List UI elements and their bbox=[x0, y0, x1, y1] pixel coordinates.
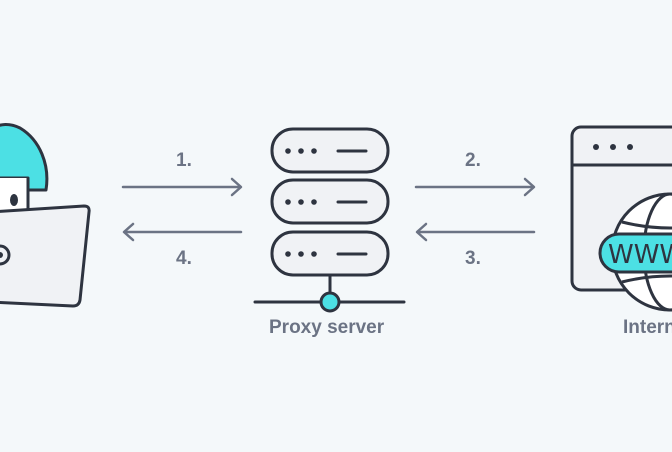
step-4-label: 4. bbox=[176, 248, 192, 269]
internet-label: Interne bbox=[623, 318, 672, 338]
step-1-label: 1. bbox=[176, 150, 192, 171]
arrow-step-3 bbox=[415, 222, 536, 242]
proxy-server-label: Proxy server bbox=[269, 317, 385, 338]
globe-icon: WWW bbox=[598, 192, 672, 312]
step-2-label: 2. bbox=[465, 150, 481, 171]
user-laptop-icon bbox=[0, 122, 91, 308]
proxy-server-icon bbox=[253, 127, 406, 313]
step-3-label: 3. bbox=[465, 248, 481, 269]
www-text: WWW bbox=[608, 240, 672, 270]
arrow-step-1 bbox=[121, 177, 243, 197]
arrow-step-4 bbox=[122, 222, 243, 242]
arrow-step-2 bbox=[414, 177, 536, 197]
